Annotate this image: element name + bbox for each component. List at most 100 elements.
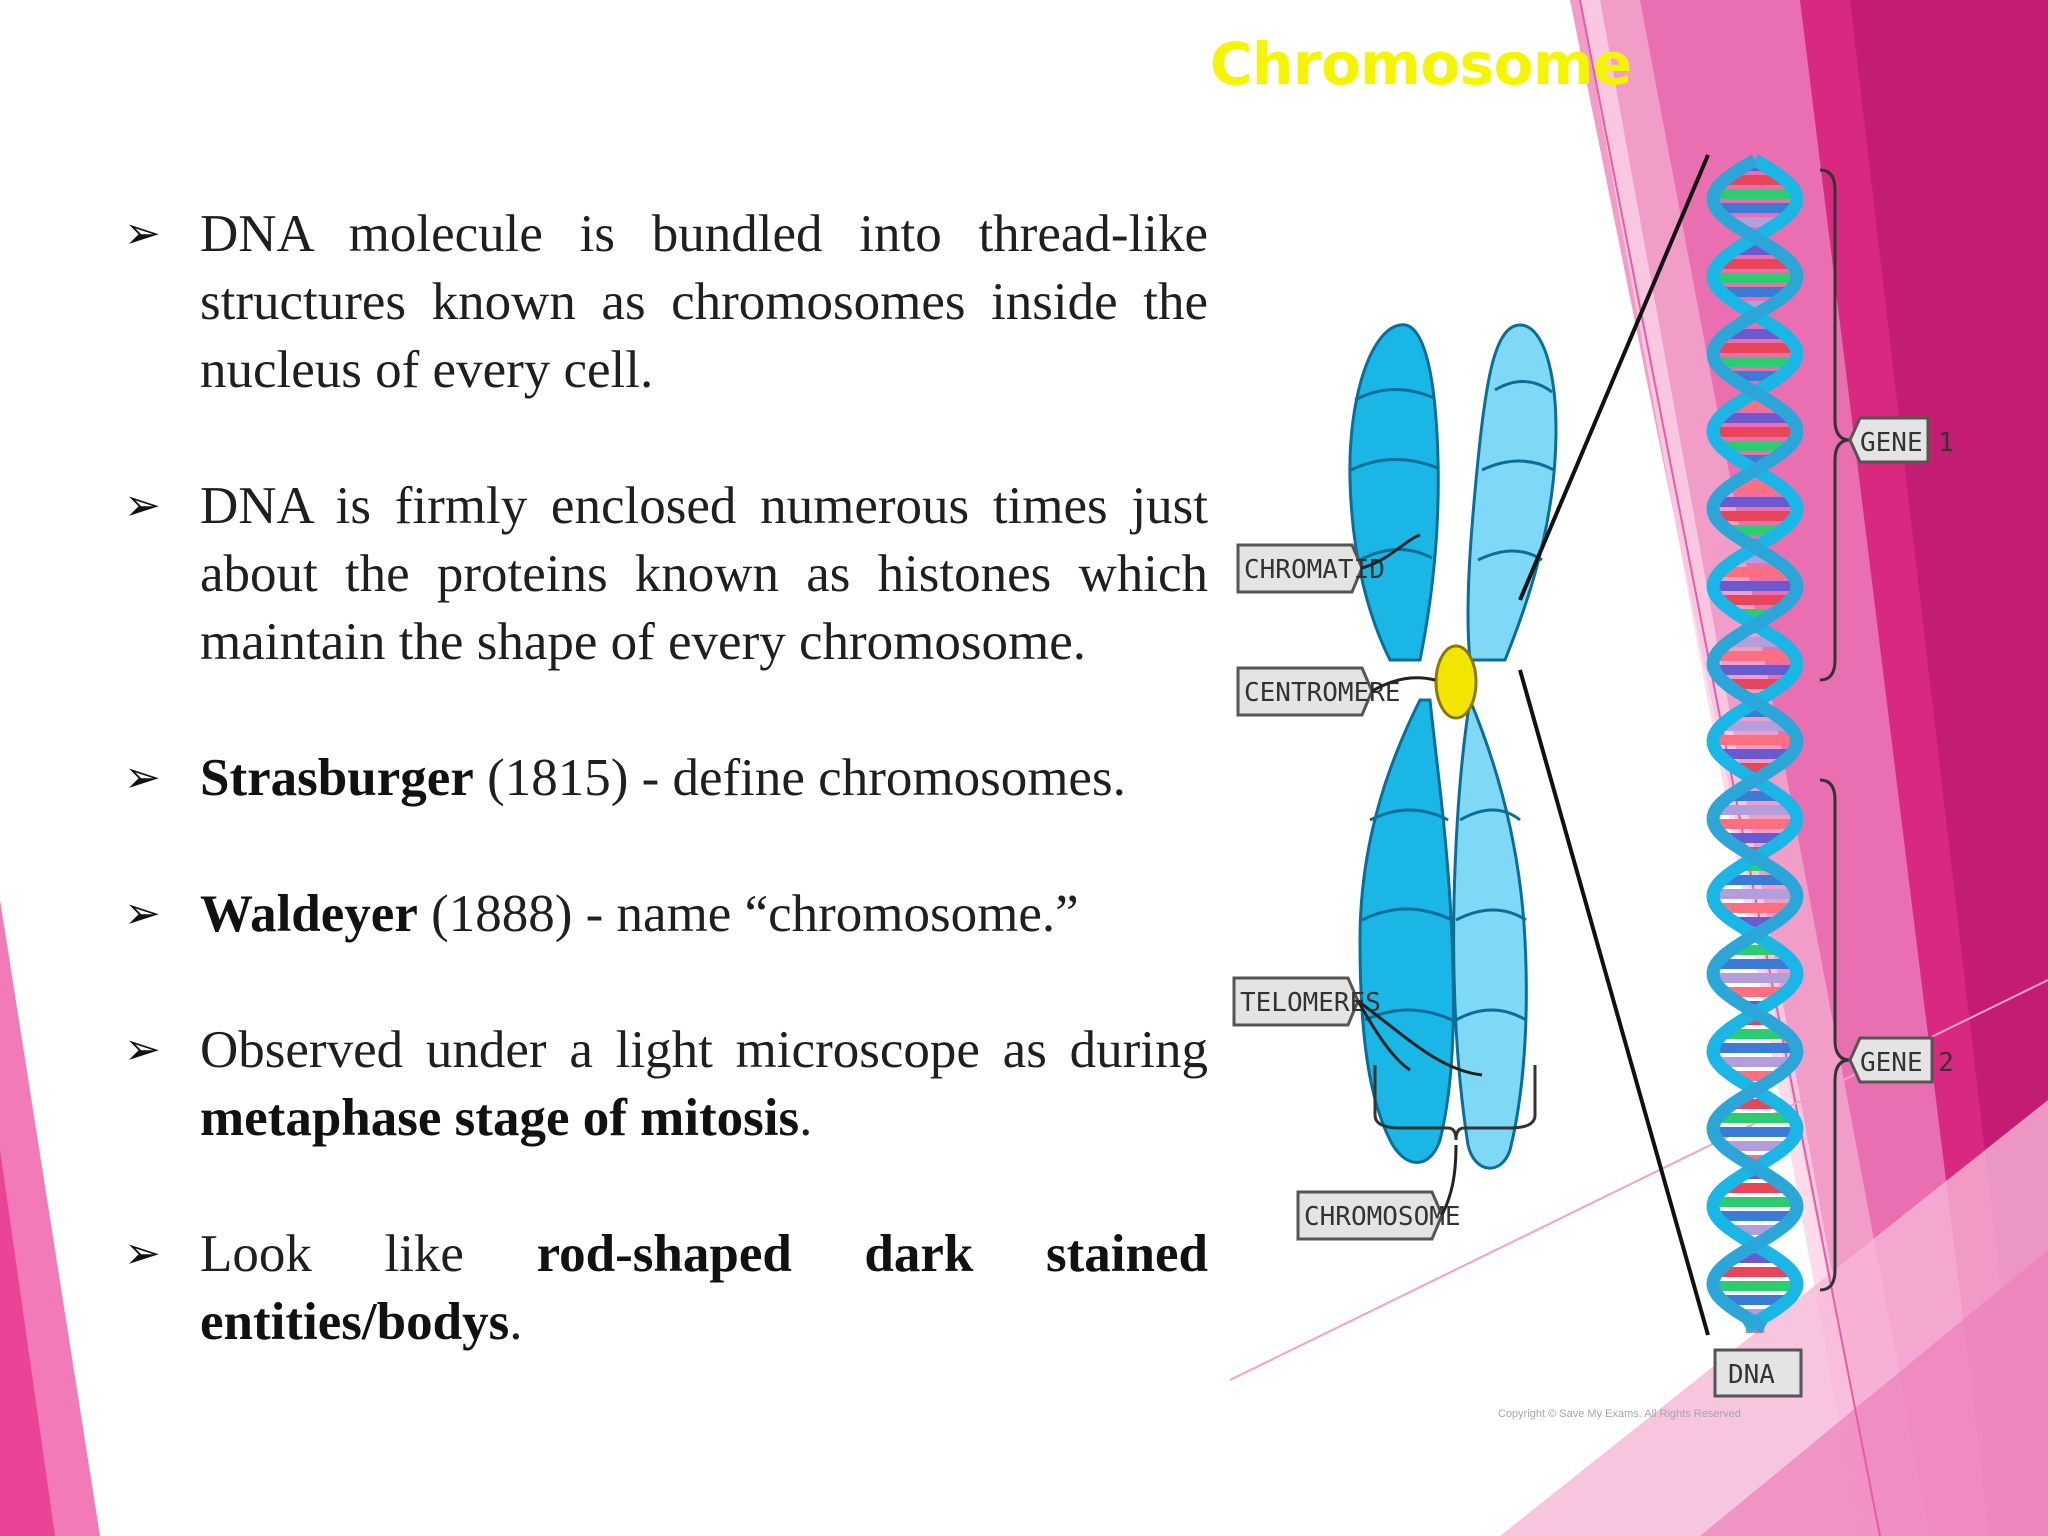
base-pair — [1714, 511, 1796, 521]
base-pair — [1728, 371, 1782, 381]
bullet-item: ➢ Look like rod-shaped dark stained enti… — [124, 1220, 1208, 1356]
arrow-bullet-icon: ➢ — [124, 480, 161, 531]
base-pair — [1713, 819, 1797, 829]
bullet-text: . — [799, 1089, 813, 1147]
bullet-bold-text: Waldeyer — [200, 885, 418, 943]
bullet-text: (1888) - name “chromosome.” — [417, 885, 1079, 943]
base-pair — [1736, 399, 1774, 409]
arrow-bullet-icon: ➢ — [124, 1228, 161, 1279]
base-pair — [1721, 1295, 1789, 1305]
bullet-item: ➢ Strasburger (1815) - define chromosome… — [124, 744, 1208, 812]
base-pair — [1726, 679, 1784, 689]
base-pair — [1718, 749, 1792, 759]
base-pair — [1740, 301, 1770, 311]
base-pair — [1714, 497, 1796, 507]
base-pair — [1715, 805, 1795, 815]
base-pair — [1714, 343, 1796, 353]
bullet-text: Look like — [200, 1225, 537, 1283]
base-pair — [1713, 427, 1797, 437]
arrow-bullet-icon: ➢ — [124, 888, 161, 939]
base-pair — [1724, 175, 1786, 185]
base-pair — [1719, 595, 1791, 605]
svg-text:DNA: DNA — [1728, 1360, 1775, 1390]
arrow-bullet-icon: ➢ — [124, 752, 161, 803]
base-pair — [1720, 441, 1790, 451]
base-pair — [1714, 665, 1796, 675]
base-pair — [1740, 1309, 1770, 1319]
bullet-text: . — [509, 1293, 523, 1351]
gene1-brace — [1819, 168, 1851, 682]
arrow-bullet-icon: ➢ — [124, 1024, 161, 1075]
svg-text:GENE 2: GENE 2 — [1860, 1048, 1954, 1078]
base-pair — [1733, 917, 1777, 927]
base-pair — [1713, 581, 1797, 591]
slide-title: Chromosome — [1210, 30, 1632, 98]
bullet-text: DNA molecule is bundled into thread-like… — [200, 205, 1208, 399]
base-pair — [1725, 329, 1785, 339]
chromosome-brace — [1373, 1065, 1537, 1141]
base-pair — [1713, 1197, 1797, 1207]
bullet-bold-text: Strasburger — [200, 749, 474, 807]
base-pair — [1713, 735, 1797, 745]
base-pair — [1713, 1281, 1797, 1291]
base-pair — [1736, 609, 1774, 619]
chromosome-diagram: CHROMATID CENTROMERE TELOMERES CHROMOSOM… — [1232, 154, 1954, 1420]
base-pair — [1722, 1029, 1788, 1039]
base-pair — [1731, 945, 1779, 955]
base-pair — [1713, 189, 1797, 199]
base-pair — [1733, 1253, 1777, 1263]
base-pair — [1732, 1071, 1778, 1081]
base-pair — [1716, 1113, 1794, 1123]
label-gene1: GENE 1 — [1848, 416, 1954, 464]
base-pair — [1719, 567, 1791, 577]
base-pair — [1732, 1099, 1778, 1109]
label-telomeres: TELOMERES — [1232, 976, 1483, 1077]
centromere-dot — [1434, 644, 1478, 720]
svg-text:CHROMOSOME: CHROMOSOME — [1304, 1202, 1461, 1232]
base-pair — [1728, 637, 1782, 647]
base-pair — [1723, 987, 1787, 997]
bullet-text: DNA is firmly enclosed numerous times ju… — [200, 477, 1208, 671]
base-pair — [1716, 1211, 1794, 1221]
base-pair — [1735, 763, 1775, 773]
base-pair — [1737, 553, 1773, 563]
bullet-item: ➢ Waldeyer (1888) - name “chromosome.” — [124, 880, 1208, 948]
base-pair — [1727, 483, 1783, 493]
chromosome-illustration — [1348, 323, 1558, 1170]
base-pair — [1740, 861, 1770, 871]
bullet-item: ➢ DNA molecule is bundled into thread-li… — [124, 200, 1208, 404]
bullet-bold-text: metaphase stage of mitosis — [200, 1089, 800, 1147]
bullet-list: ➢ DNA molecule is bundled into thread-li… — [124, 200, 1208, 1356]
base-pair — [1739, 707, 1771, 717]
base-pair — [1738, 455, 1772, 465]
base-pair — [1729, 791, 1781, 801]
base-pair — [1715, 357, 1795, 367]
gene2-brace — [1819, 778, 1851, 1292]
dna-backbone — [1706, 154, 1804, 1334]
base-pair — [1720, 721, 1790, 731]
base-pair — [1713, 273, 1797, 283]
base-pair — [1723, 1183, 1787, 1193]
svg-text:CHROMATID: CHROMATID — [1244, 555, 1385, 585]
base-pair — [1731, 1225, 1779, 1235]
base-pair — [1722, 1141, 1788, 1151]
base-pair — [1716, 959, 1794, 969]
base-pair — [1717, 1267, 1793, 1277]
base-pair — [1713, 973, 1797, 983]
arrow-bullet-icon: ➢ — [124, 208, 161, 259]
bullet-bold-text: rod-shaped dark stained entities/bodys — [200, 1225, 1208, 1351]
svg-text:CENTROMERE: CENTROMERE — [1244, 678, 1401, 708]
base-pair — [1725, 833, 1785, 843]
label-chromatid: CHROMATID — [1236, 533, 1421, 594]
label-centromere: CENTROMERE — [1236, 666, 1436, 717]
base-pair — [1713, 1127, 1797, 1137]
base-pair — [1730, 217, 1780, 227]
label-chromosome: CHROMOSOME — [1296, 1144, 1461, 1241]
base-pair — [1713, 1043, 1797, 1053]
base-pair — [1721, 287, 1789, 297]
dna-backbone — [1706, 154, 1804, 1334]
base-pair — [1717, 903, 1793, 913]
label-gene2: GENE 2 — [1848, 1036, 1954, 1084]
bullet-text: Observed under a light microscope as dur… — [200, 1021, 1208, 1079]
base-pair — [1721, 875, 1789, 885]
